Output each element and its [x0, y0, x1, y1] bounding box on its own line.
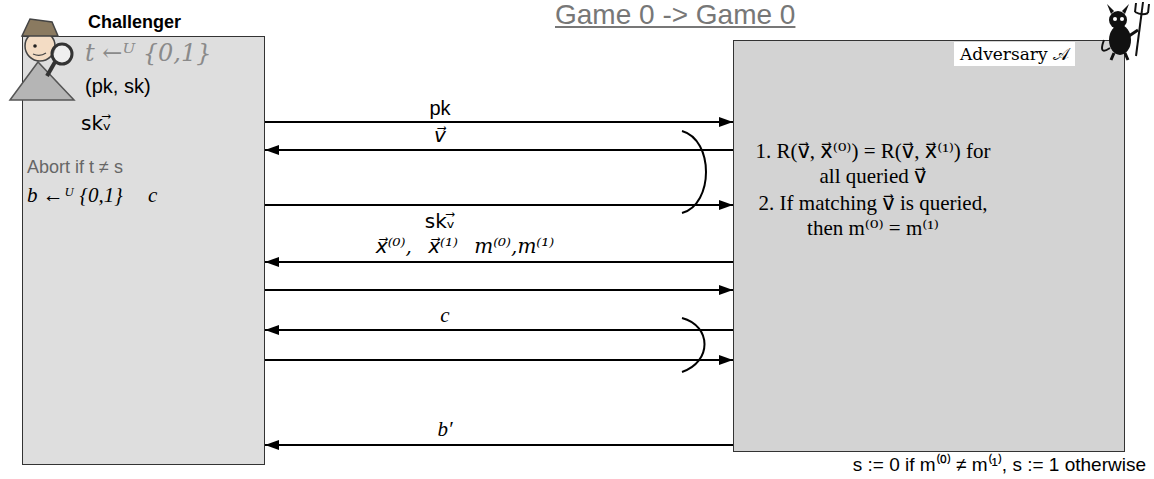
secret-key: skᵥ⃗ [81, 111, 111, 135]
message-label: x⃗⁽⁰⁾, x⃗⁽¹⁾ m⁽⁰⁾,m⁽¹⁾ [376, 235, 554, 257]
message-arrow [265, 329, 733, 331]
text-holder: 2. If matching v⃗ is queried, then m⁽⁰⁾ … [747, 191, 999, 241]
text-holder: t ←ᵁ {0,1} [85, 39, 211, 67]
message-arrow [265, 204, 733, 206]
condition-note: s := 0 if m⁽⁰⁾ ≠ m⁽¹⁾, s := 1 otherwise [853, 454, 1146, 476]
text-holder: b ←ᵁ {0,1} [27, 183, 123, 208]
role-heading: Challenger [78, 9, 251, 36]
sampling-step: b ←ᵁ {0,1} [27, 183, 123, 208]
key-pair: (pk, sk) [85, 75, 151, 98]
label-holder: c [440, 304, 449, 326]
label-holder: skᵥ⃗ [425, 210, 455, 232]
constraint-text: 2. If matching v⃗ is queried, then m⁽⁰⁾ … [747, 191, 999, 241]
slide-title: Game 0 -> Game 0 [555, 0, 795, 31]
text-holder: 1. R(v⃗, x⃗⁽⁰⁾) = R(v⃗, x⃗⁽¹⁾) for all q… [753, 139, 993, 189]
message-arrow [265, 149, 733, 151]
loop-bracket [682, 318, 705, 372]
role-heading: Adversary 𝒜 [954, 42, 1075, 66]
adversary-box: Adversary 𝒜 1. R(v⃗, x⃗⁽⁰⁾) = R(v⃗, x⃗⁽¹⁾… [733, 40, 1125, 452]
label-holder: s := 0 if m⁽⁰⁾ ≠ m⁽¹⁾, s := 1 otherwise [853, 454, 1146, 476]
message-arrow [265, 261, 733, 263]
text-holder: Abort if t ≠ s [27, 157, 123, 178]
loop-bracket [682, 131, 706, 213]
text-holder: Challenger [78, 9, 251, 36]
text-holder: (pk, sk) [85, 75, 151, 98]
constraint-text: 1. R(v⃗, x⃗⁽⁰⁾) = R(v⃗, x⃗⁽¹⁾) for all q… [753, 139, 993, 189]
label-holder: x⃗⁽⁰⁾, x⃗⁽¹⁾ m⁽⁰⁾,m⁽¹⁾ [376, 235, 554, 257]
detective-clipart [10, 19, 74, 100]
text-holder: c [148, 183, 157, 208]
message-arrow [265, 359, 733, 361]
label-holder: v⃗ [434, 124, 446, 146]
message-label: b′ [437, 418, 452, 440]
challenger-box: Challengert ←ᵁ {0,1}(pk, sk)skᵥ⃗Abort if… [22, 36, 265, 465]
message-label: skᵥ⃗ [425, 210, 455, 232]
text-holder: skᵥ⃗ [81, 111, 111, 135]
sampling-step: t ←ᵁ {0,1} [85, 39, 211, 67]
message-arrow [265, 289, 733, 291]
message-label: c [440, 304, 449, 326]
abort-condition: Abort if t ≠ s [27, 157, 123, 178]
message-label: pk [429, 97, 450, 119]
label-holder: b′ [437, 418, 452, 440]
text-holder: Adversary 𝒜 [954, 42, 1075, 66]
devil-clipart [1102, 2, 1149, 60]
title-holder: Game 0 -> Game 0 [555, 0, 795, 31]
connector-group [265, 122, 733, 445]
message-label: v⃗ [434, 124, 446, 146]
message-arrow [265, 121, 733, 123]
message-arrow [265, 444, 733, 446]
label-holder: pk [429, 97, 450, 119]
ciphertext: c [148, 183, 157, 208]
